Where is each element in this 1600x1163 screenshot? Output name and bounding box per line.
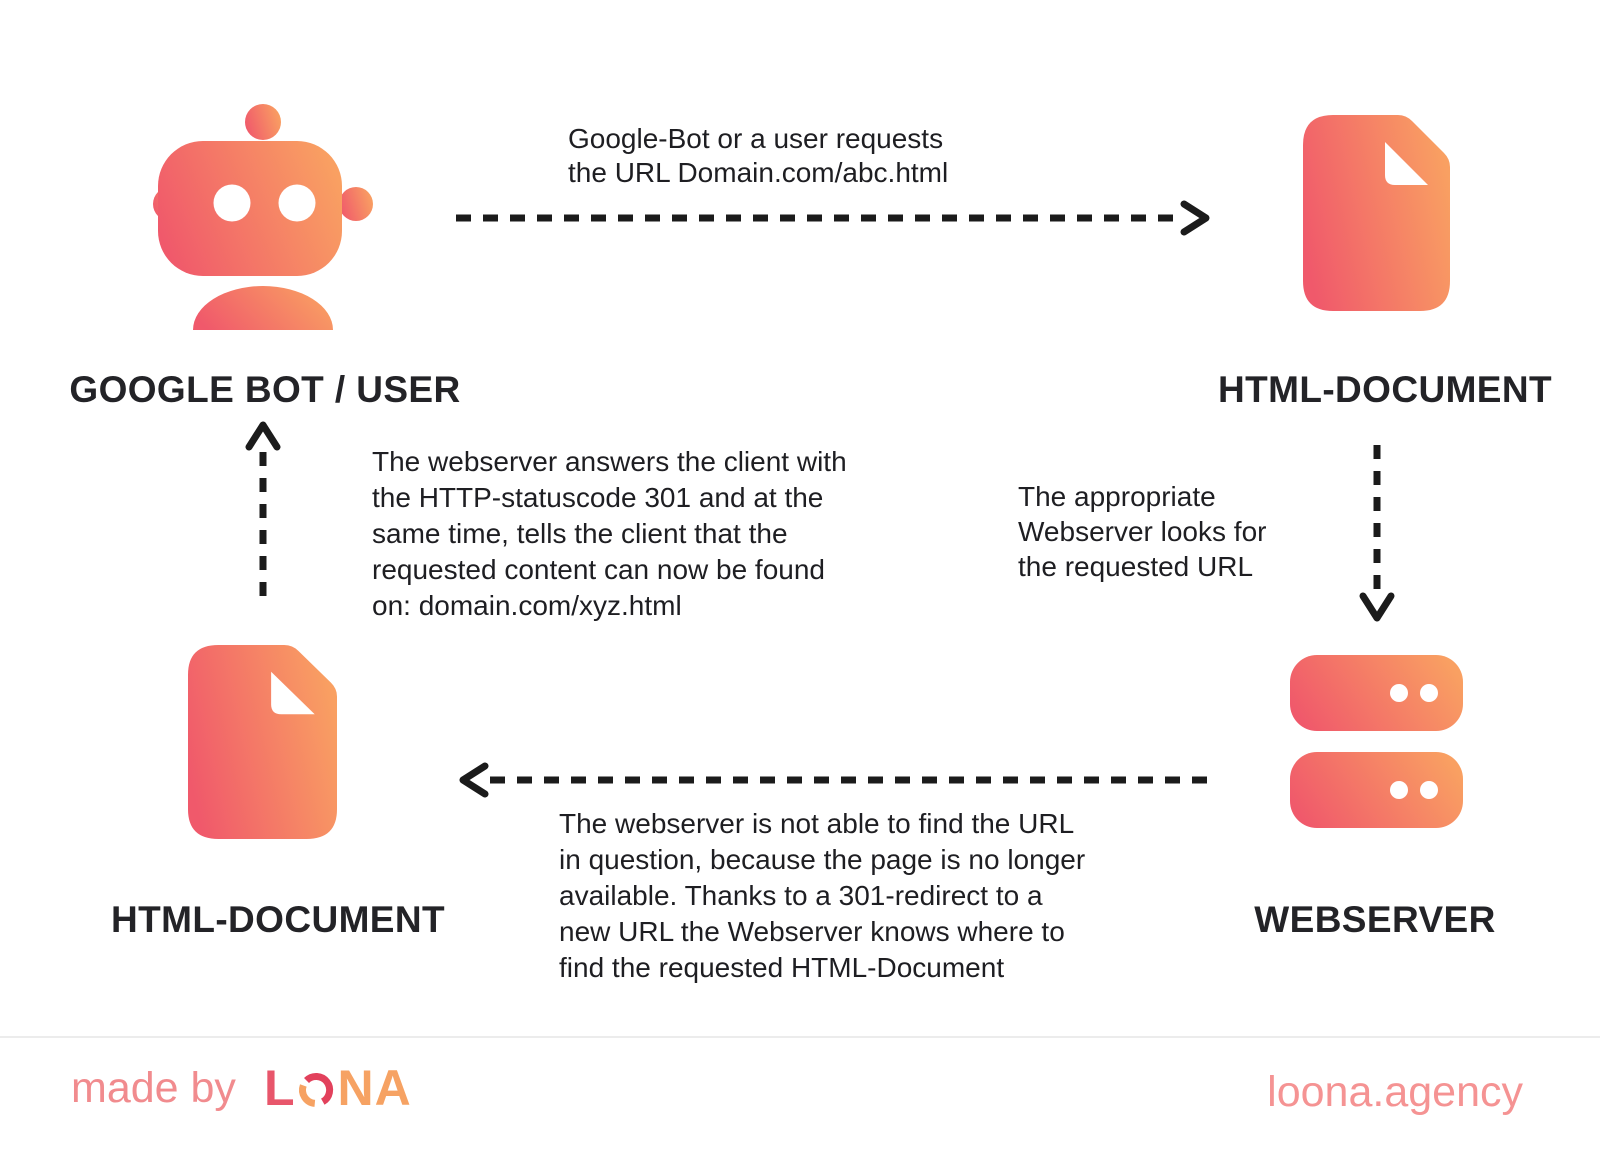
footer-divider — [0, 1036, 1600, 1038]
document-icon — [188, 645, 337, 839]
lookup-arrow-down — [1359, 445, 1395, 622]
not-found-annotation: The webserver is not able to find the UR… — [559, 808, 1086, 983]
html-document-top-label: HTML-DOCUMENT — [1217, 369, 1553, 410]
request-arrow-right — [456, 200, 1210, 236]
google-bot-label: GOOGLE BOT / USER — [69, 369, 461, 410]
html-document-bottom-label: HTML-DOCUMENT — [110, 899, 446, 940]
made-by-label: made by — [71, 1064, 236, 1112]
request-annotation: Google-Bot or a user requests the URL Do… — [568, 123, 949, 188]
lona-logo-letters-na: NA — [337, 1060, 412, 1116]
response-arrow-up — [245, 421, 281, 604]
lona-logo-letter-l: L — [263, 1060, 296, 1116]
robot-icon — [153, 104, 373, 330]
not-found-arrow-left — [459, 762, 1218, 798]
redirect-response-annotation: The webserver answers the client with th… — [372, 446, 847, 621]
lookup-annotation: The appropriate Webserver looks for the … — [1018, 481, 1267, 582]
server-icon — [1290, 655, 1463, 828]
document-icon — [1303, 115, 1450, 311]
lona-logo: L NA — [264, 1062, 412, 1114]
website-link[interactable]: loona.agency — [1267, 1068, 1523, 1116]
footer-credit: made by L NA — [71, 1062, 412, 1114]
webserver-label: WEBSERVER — [1254, 899, 1496, 940]
lona-logo-loop-icon — [299, 1072, 334, 1107]
